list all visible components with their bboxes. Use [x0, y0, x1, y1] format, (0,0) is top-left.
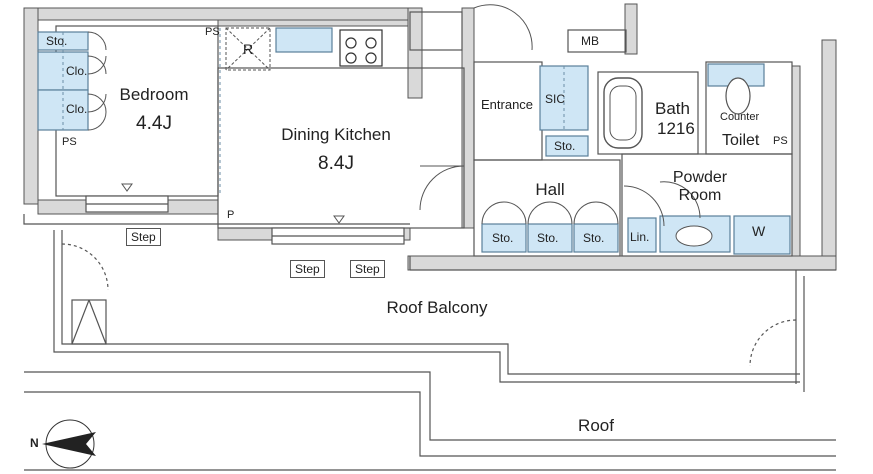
- step-label-3: Step: [350, 260, 385, 278]
- roof-label: Roof: [578, 416, 614, 435]
- kitchen-counter-box: [275, 27, 333, 53]
- compass-north-label: N: [30, 436, 39, 450]
- hall-sto-label-2: Sto.: [537, 231, 559, 245]
- bedroom-clo-label-2: Clo.: [66, 102, 88, 116]
- balcony: [23, 214, 836, 471]
- washer-box: [733, 215, 791, 255]
- storage-dashes: [62, 28, 565, 196]
- wall-right: [821, 39, 837, 271]
- hall-label: Hall: [535, 180, 565, 199]
- bath-size: 1216: [657, 119, 695, 138]
- closet-doors: [87, 4, 701, 227]
- lin-box: [627, 217, 657, 253]
- refrigerator-label: R: [243, 41, 254, 57]
- toilet-outline: [705, 61, 793, 155]
- wall-kitchen-top: [217, 19, 409, 27]
- entrance-sto-box: [545, 135, 589, 157]
- toilet-bowl: [725, 77, 751, 115]
- wall-toilet-right: [791, 65, 801, 257]
- ps-label-3: PS: [773, 135, 788, 147]
- p-label: P: [227, 209, 235, 221]
- hall-outline: [473, 159, 621, 257]
- bedroom-label: Bedroom: [119, 85, 189, 104]
- bedroom-clo-label-1: Clo.: [66, 64, 88, 78]
- wall-kitchen-right: [407, 7, 423, 99]
- dining-kitchen-size: 8.4J: [318, 153, 354, 174]
- dining-kitchen-label: Dining Kitchen: [281, 125, 391, 144]
- stove-icon: [339, 29, 383, 67]
- washer-label: W: [752, 223, 766, 239]
- wall-bottom-right: [407, 255, 837, 271]
- wall-top: [23, 7, 411, 21]
- wall-left: [23, 7, 39, 205]
- step-label-2: Step: [290, 260, 325, 278]
- powder-room-label-2: Room: [678, 187, 722, 204]
- ps-label-2: PS: [62, 136, 77, 148]
- toilet-label: Toilet: [722, 132, 760, 149]
- entrance-sto-label: Sto.: [554, 139, 576, 153]
- counter-label: Counter: [720, 111, 760, 123]
- mb-outline: [567, 29, 627, 53]
- sink: [675, 225, 713, 247]
- sic-label: SIC: [545, 92, 566, 106]
- ps-label-1: PS: [205, 26, 220, 38]
- hall-sto-label-1: Sto.: [492, 231, 514, 245]
- bedroom-size: 4.4J: [136, 113, 172, 134]
- roof-balcony-label: Roof Balcony: [386, 298, 488, 317]
- entrance-label: Entrance: [481, 97, 534, 112]
- hall-sto-box-2: [527, 223, 573, 253]
- kitchen-outline: [217, 67, 465, 229]
- hall-sto-box-3: [573, 223, 619, 253]
- bathtub-inner: [609, 85, 637, 141]
- compass-icon: [42, 419, 96, 469]
- powder-room-label-1: Powder: [672, 169, 728, 186]
- bath-label: Bath: [655, 99, 690, 118]
- windows: [85, 195, 405, 245]
- refrigerator-space: [225, 27, 271, 71]
- hall-sto-box-1: [481, 223, 527, 253]
- hall-sto-label-3: Sto.: [583, 231, 605, 245]
- step-label-1: Step: [126, 228, 161, 246]
- top-shaft: [409, 11, 463, 51]
- window-markers: [121, 183, 345, 224]
- bathtub: [603, 77, 643, 149]
- wall-top-right: [624, 3, 638, 55]
- bedroom-sto-label: Sto.: [46, 34, 68, 48]
- lin-label: Lin.: [630, 230, 650, 244]
- outdoor-unit: [71, 299, 107, 345]
- mb-label: MB: [581, 34, 599, 48]
